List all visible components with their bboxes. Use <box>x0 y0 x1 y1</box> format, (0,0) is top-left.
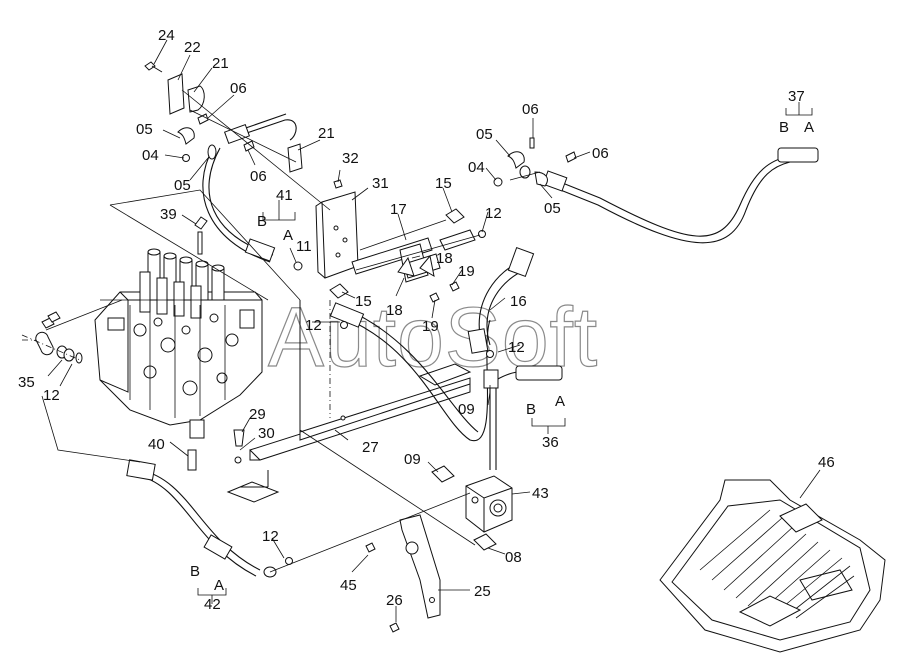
label-42-a: A <box>214 577 224 594</box>
label-05: 05 <box>476 126 493 143</box>
label-41: 41 <box>276 187 293 204</box>
label-04: 04 <box>468 159 485 176</box>
hose-42 <box>126 459 277 578</box>
label-40: 40 <box>148 436 165 453</box>
label-35: 35 <box>18 374 35 391</box>
label-09: 09 <box>458 401 475 418</box>
label-22: 22 <box>184 39 201 56</box>
label-24: 24 <box>158 27 175 44</box>
label-41-a: A <box>283 227 293 244</box>
label-05: 05 <box>544 200 561 217</box>
label-30: 30 <box>258 425 275 442</box>
label-43: 43 <box>532 485 549 502</box>
label-15: 15 <box>435 175 452 192</box>
leader-lines <box>47 39 821 622</box>
label-06: 06 <box>522 101 539 118</box>
label-12: 12 <box>305 317 322 334</box>
label-12: 12 <box>43 387 60 404</box>
label-11: 11 <box>296 238 312 255</box>
label-39: 39 <box>160 206 177 223</box>
label-36-a: A <box>555 393 565 410</box>
label-17: 17 <box>390 201 407 218</box>
manifold-block-43 <box>465 475 513 533</box>
label-06: 06 <box>592 145 609 162</box>
label-15: 15 <box>355 293 372 310</box>
label-12: 12 <box>485 205 502 222</box>
label-27: 27 <box>362 439 379 456</box>
label-05: 05 <box>174 177 191 194</box>
label-37-b: B <box>779 119 789 136</box>
label-32: 32 <box>342 150 359 167</box>
label-42-b: B <box>190 563 200 580</box>
label-26: 26 <box>386 592 403 609</box>
valve-spools <box>139 248 225 319</box>
label-21: 21 <box>212 55 229 72</box>
label-19: 19 <box>422 318 439 335</box>
bracket-25 <box>399 514 441 619</box>
label-19: 19 <box>458 263 475 280</box>
bracket-31 <box>315 191 359 279</box>
part-labels: 24 22 21 06 05 04 05 06 21 32 31 41 B A … <box>18 27 835 613</box>
label-06: 06 <box>250 168 267 185</box>
hose-37 <box>542 147 819 244</box>
label-16: 16 <box>510 293 527 310</box>
label-31: 31 <box>372 175 389 192</box>
hose-16 <box>329 247 535 441</box>
label-05: 05 <box>136 121 153 138</box>
label-37-a: A <box>804 119 814 136</box>
label-06: 06 <box>230 80 247 97</box>
label-45: 45 <box>340 577 357 594</box>
label-36-b: B <box>526 401 536 418</box>
label-09: 09 <box>404 451 421 468</box>
mounting-frame-27 <box>226 300 472 503</box>
label-29: 29 <box>249 406 266 423</box>
label-12: 12 <box>508 339 525 356</box>
label-18: 18 <box>386 302 403 319</box>
label-18: 18 <box>436 250 453 267</box>
left-fittings <box>22 311 83 364</box>
label-21: 21 <box>318 125 335 142</box>
floor-mat-46 <box>659 479 886 653</box>
label-42: 42 <box>204 596 221 613</box>
reference-lines <box>21 89 541 573</box>
label-36: 36 <box>542 434 559 451</box>
label-41-b: B <box>257 213 267 230</box>
label-37: 37 <box>788 88 805 105</box>
label-12: 12 <box>262 528 279 545</box>
label-46: 46 <box>818 454 835 471</box>
label-04: 04 <box>142 147 159 164</box>
label-25: 25 <box>474 583 491 600</box>
hose-41 <box>202 113 297 263</box>
control-valve <box>94 248 263 439</box>
label-08: 08 <box>505 549 522 566</box>
